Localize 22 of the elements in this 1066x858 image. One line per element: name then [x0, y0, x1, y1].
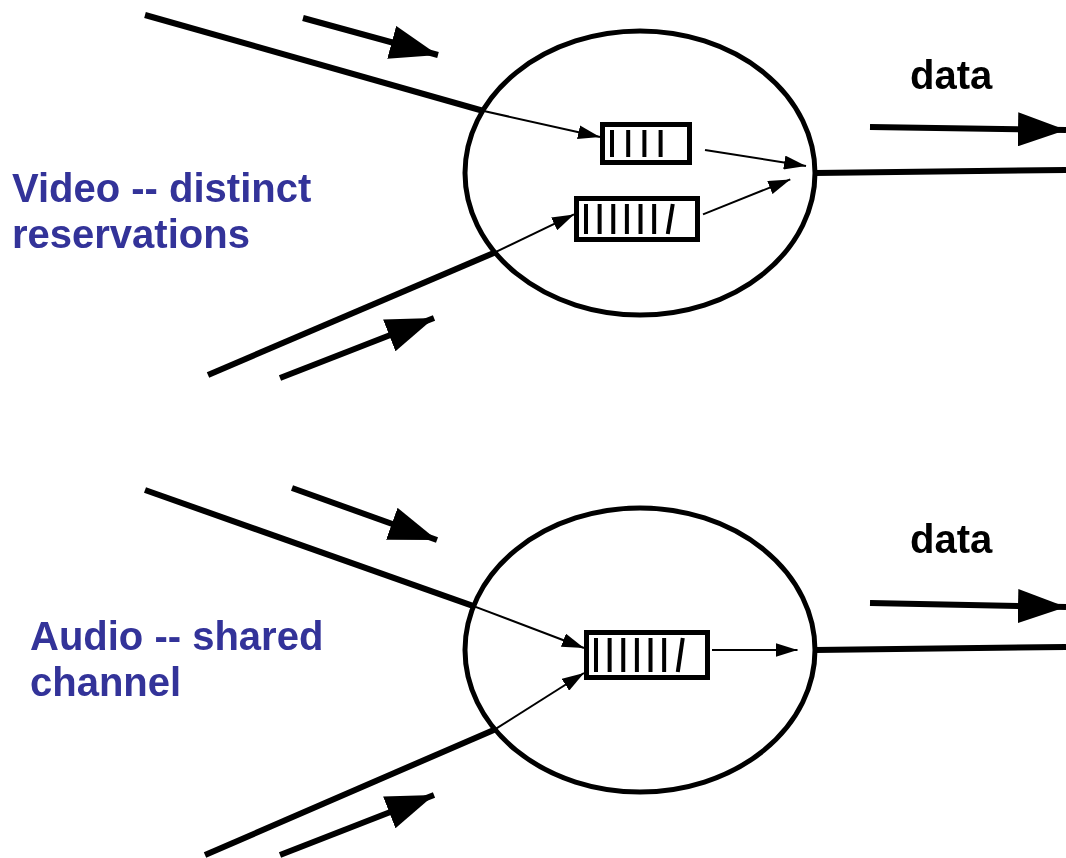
arrow [493, 213, 575, 254]
arrow [704, 148, 807, 170]
link-line [814, 644, 1066, 653]
link-line [144, 12, 484, 114]
flow-label: data [910, 516, 994, 562]
link-line [144, 487, 475, 609]
link-line [206, 249, 497, 378]
router-circle [462, 505, 818, 795]
arrow [702, 178, 792, 216]
flow-label: data [910, 52, 994, 98]
arrow [472, 605, 585, 649]
link-line [814, 167, 1066, 176]
arrow [481, 109, 601, 140]
packet-queue [574, 196, 700, 242]
caption-text: Video -- distinct reservations [12, 165, 313, 257]
arrow [711, 643, 799, 657]
arrow [493, 672, 585, 731]
caption-text: Audio -- shared channel [30, 613, 325, 705]
packet-queue [584, 630, 710, 680]
packet-queue [600, 122, 692, 165]
router-circle [462, 28, 818, 318]
link-line [203, 726, 497, 858]
